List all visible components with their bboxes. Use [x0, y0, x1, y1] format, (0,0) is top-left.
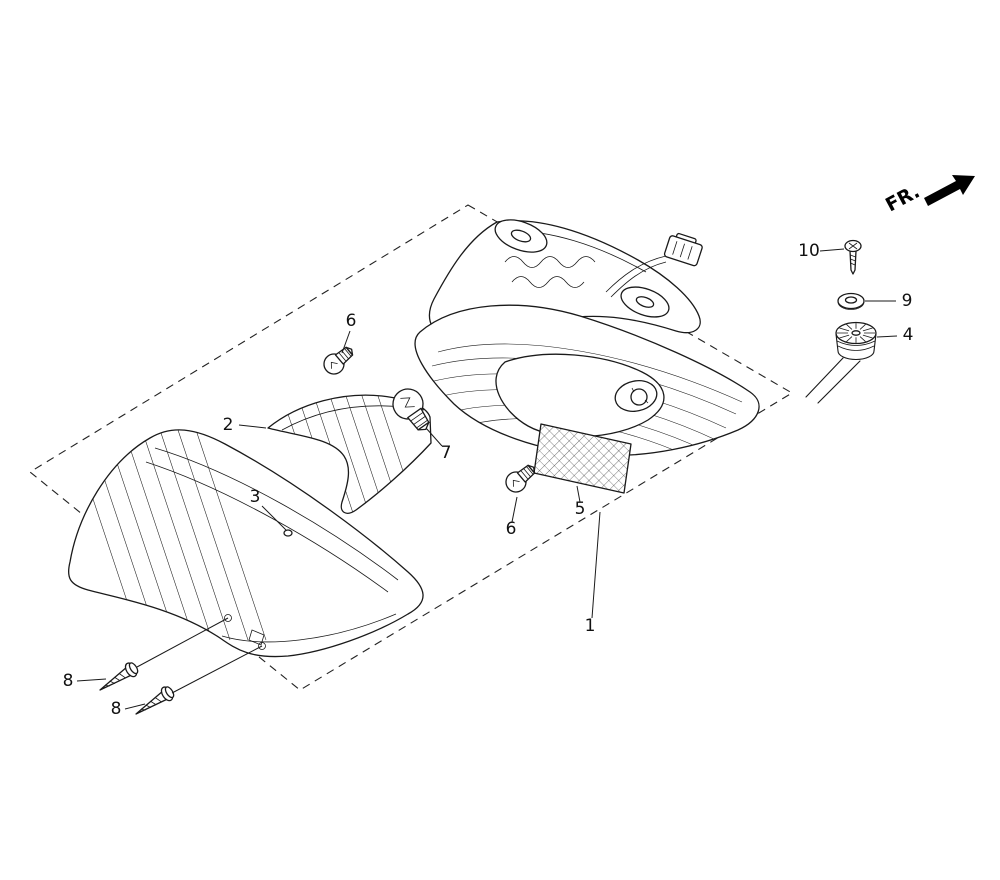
- callout-7: 7: [441, 443, 452, 463]
- mounting-hole: [635, 296, 655, 308]
- callout-6-upper: 6: [346, 311, 357, 331]
- bulb-small-upper: [323, 346, 354, 375]
- mounting-ear-right: [620, 286, 670, 318]
- washer: [837, 292, 865, 310]
- mounting-ear-left: [494, 219, 548, 253]
- screw-boss: [258, 642, 266, 650]
- bulb-small-lower: [505, 464, 536, 493]
- callout-4: 4: [903, 325, 914, 345]
- inner-lamp-lens: [495, 353, 665, 438]
- rubber-damper: [805, 321, 877, 404]
- wire-connector: [663, 232, 703, 267]
- leader-lines: [76, 248, 898, 710]
- bulb-large: [392, 388, 430, 431]
- wire-harness: [605, 255, 667, 293]
- callout-9: 9: [902, 291, 913, 311]
- front-arrow-icon: [924, 175, 975, 206]
- callouts: 1 2 3 4 5 6 6 7 8 8 9 10: [63, 241, 914, 719]
- lens-stud: [283, 529, 293, 537]
- tapping-screw-upper: [99, 662, 139, 691]
- rear-light-body: [414, 304, 760, 457]
- callout-10: 10: [798, 241, 820, 261]
- callout-8-upper: 8: [63, 671, 74, 691]
- mounting-tab: [248, 629, 265, 646]
- callout-6-lower: 6: [506, 519, 517, 539]
- lens-cover-large: [67, 429, 424, 658]
- callout-5: 5: [575, 499, 586, 519]
- callout-2: 2: [223, 415, 234, 435]
- callout-1: 1: [585, 616, 596, 636]
- tapping-screw-lower: [135, 686, 175, 715]
- callout-8-lower: 8: [111, 699, 122, 719]
- screw-boss: [224, 614, 232, 622]
- damper-ribs: [837, 323, 875, 343]
- front-label: FR.: [882, 180, 923, 216]
- mounting-hole: [510, 229, 532, 243]
- setting-screw: [844, 239, 862, 275]
- callout-3: 3: [250, 487, 261, 507]
- front-direction-indicator: FR.: [882, 175, 975, 216]
- bulb-socket: [614, 380, 658, 412]
